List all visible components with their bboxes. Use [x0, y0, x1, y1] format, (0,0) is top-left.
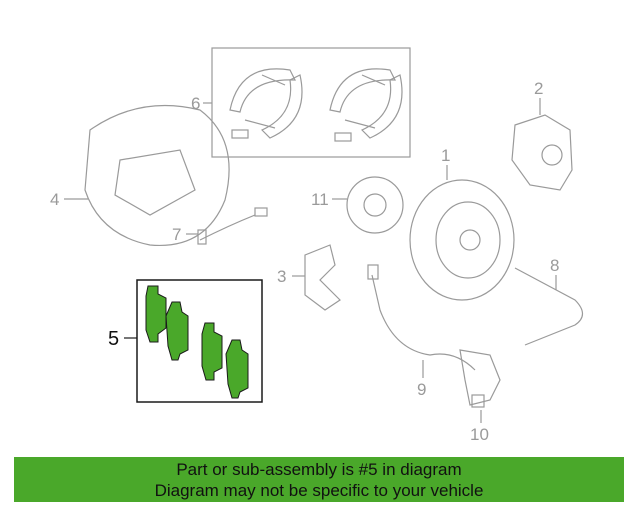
callout-6[interactable]: 6: [191, 94, 201, 113]
callout-2[interactable]: 2: [534, 79, 544, 98]
banner-line-1: Part or sub-assembly is #5 in diagram: [176, 460, 462, 479]
part-1-rotor[interactable]: [409, 179, 515, 301]
callout-11[interactable]: 11: [311, 190, 329, 209]
callout-8[interactable]: 8: [550, 256, 560, 275]
part-9-abs-sensor[interactable]: [367, 264, 476, 371]
callout-9[interactable]: 9: [417, 380, 427, 399]
callout-5[interactable]: 5: [108, 328, 120, 350]
part-4-backing-plate[interactable]: [84, 104, 230, 247]
callout-1[interactable]: 1: [441, 146, 451, 165]
callout-7[interactable]: 7: [172, 225, 182, 244]
info-banner: Part or sub-assembly is #5 in diagram Di…: [14, 457, 624, 502]
callout-10[interactable]: 10: [470, 425, 489, 444]
part-8-brake-line[interactable]: [514, 267, 584, 346]
part-3-bracket[interactable]: [304, 244, 341, 311]
banner-line-2: Diagram may not be specific to your vehi…: [154, 481, 484, 500]
part-7-wear-sensor[interactable]: [197, 207, 268, 245]
callout-4[interactable]: 4: [50, 190, 60, 209]
part-11-hub[interactable]: [346, 176, 404, 234]
part-2-caliper[interactable]: [511, 114, 573, 191]
callout-3[interactable]: 3: [277, 267, 287, 286]
part-5-brake-pads[interactable]: [136, 279, 263, 403]
part-6-brake-shoes[interactable]: [211, 47, 411, 158]
part-10-sensor-bracket[interactable]: [459, 349, 501, 408]
